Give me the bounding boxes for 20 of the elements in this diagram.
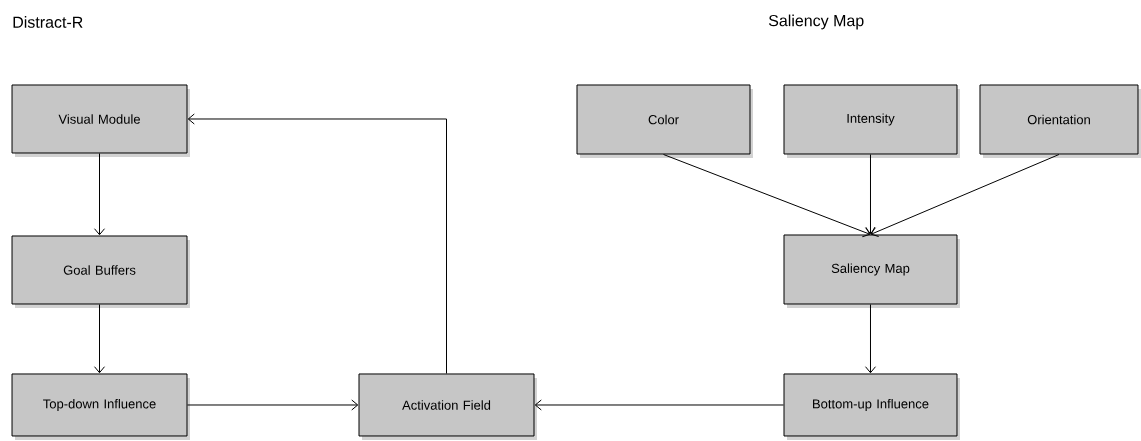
process-box: Visual Module <box>11 84 190 157</box>
arrow <box>865 154 876 235</box>
arrow <box>94 304 105 374</box>
section-heading: Distract-R <box>13 16 83 28</box>
process-box: Bottom-up Influence <box>783 373 960 440</box>
arrow <box>187 399 359 411</box>
process-box: Activation Field <box>358 373 537 440</box>
process-box: Saliency Map <box>783 234 960 308</box>
process-box: Orientation <box>979 84 1141 158</box>
process-box: Top-down Influence <box>11 373 190 440</box>
arrow <box>94 153 105 236</box>
section-heading: Saliency Map <box>768 14 864 30</box>
arrow <box>534 399 784 411</box>
process-box: Intensity <box>783 84 960 158</box>
arrow <box>865 304 876 374</box>
process-box: Goal Buffers <box>11 235 190 308</box>
arrow <box>187 113 447 374</box>
arrow <box>870 154 1060 237</box>
arrow <box>663 154 871 238</box>
process-box: Color <box>576 84 753 158</box>
